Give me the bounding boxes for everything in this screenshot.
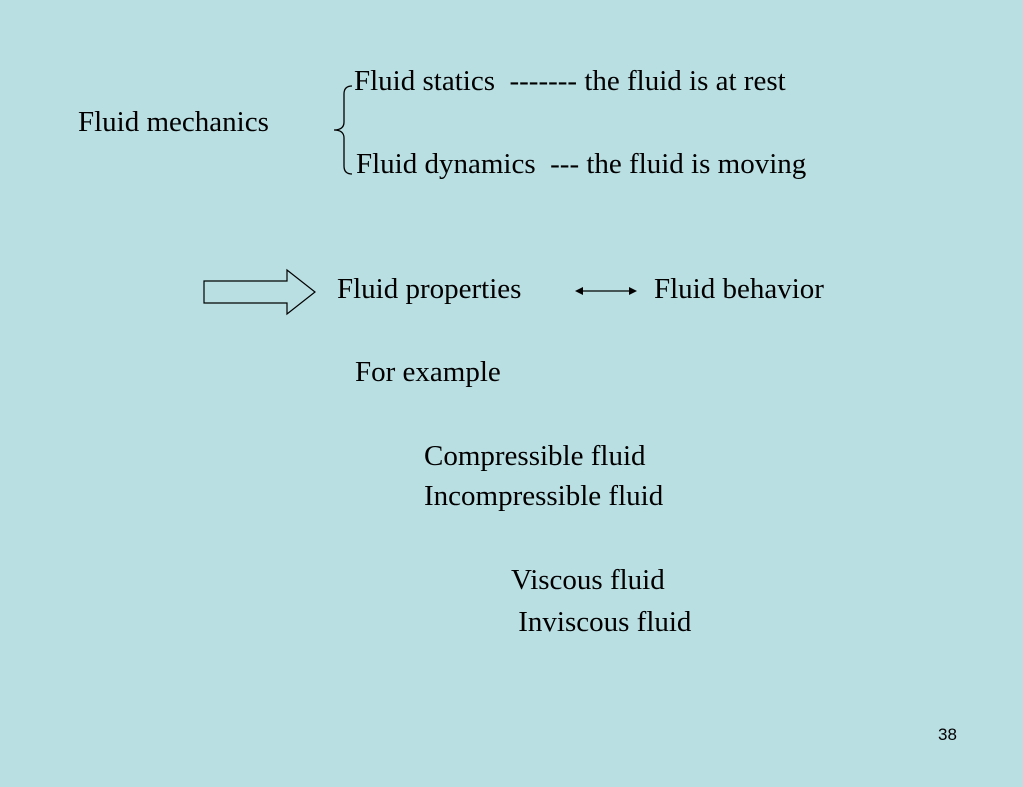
compressible-fluid-label: Compressible fluid xyxy=(424,440,646,472)
fluid-statics-line: Fluid statics ------- the fluid is at re… xyxy=(354,65,786,97)
inviscous-fluid-label: Inviscous fluid xyxy=(511,606,692,638)
right-block-arrow-icon xyxy=(203,268,316,316)
page-number: 38 xyxy=(938,725,957,744)
for-example-label: For example xyxy=(355,356,501,388)
fluid-dynamics-line: Fluid dynamics --- the fluid is moving xyxy=(356,148,807,180)
fluid-properties-label: Fluid properties xyxy=(337,273,522,305)
left-curly-brace-icon xyxy=(333,85,353,175)
fluid-behavior-label: Fluid behavior xyxy=(654,273,824,305)
fluid-mechanics-label: Fluid mechanics xyxy=(78,106,269,138)
viscous-fluid-label: Viscous fluid xyxy=(511,564,665,596)
double-headed-arrow-icon xyxy=(575,287,637,295)
incompressible-fluid-label: Incompressible fluid xyxy=(424,480,664,512)
